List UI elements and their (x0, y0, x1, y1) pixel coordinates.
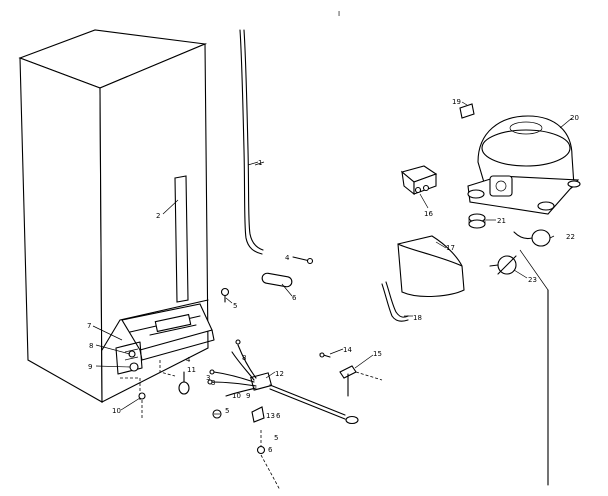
label-part-3-b: 3 (206, 374, 210, 382)
top-mark: I (338, 10, 340, 18)
leader-lines (92, 101, 573, 411)
part-13-bracket (251, 406, 265, 423)
label-part-15: 15 (373, 350, 382, 358)
label-part-19: 19 (452, 98, 461, 106)
label-part-23: 23 (528, 276, 537, 284)
label-part-21: 21 (497, 217, 506, 225)
part-23-overload (489, 255, 517, 275)
cabinet (18, 29, 209, 403)
part-12-wiring (207, 339, 359, 425)
label-part-18: 18 (413, 314, 422, 322)
part-16-relay (400, 165, 438, 196)
label-part-14: 14 (343, 346, 352, 354)
part-21-grommet (468, 213, 486, 229)
part-5-screw-top (220, 287, 230, 303)
label-part-5-b: 5 (225, 407, 229, 415)
label-part-6-c: 6 (268, 446, 273, 454)
label-part-8-b: 8 (242, 354, 246, 362)
label-part-10: 10 (112, 407, 121, 415)
part-11-fitting (178, 371, 190, 395)
label-part-12: 12 (275, 370, 284, 378)
part-20-compressor (467, 115, 581, 215)
part-17-cover (397, 235, 465, 297)
label-part-7: 7 (87, 322, 91, 330)
part-3-screw-low (212, 409, 222, 419)
label-part-5: 5 (233, 302, 237, 310)
label-part-6: 6 (292, 294, 297, 302)
label-part-1: 1 (258, 159, 262, 167)
left-fasteners (128, 350, 146, 420)
part-22-capacitor (513, 229, 551, 247)
base-tray (115, 303, 215, 400)
part-4-clip (292, 256, 314, 265)
label-part-9-b: 9 (246, 392, 250, 400)
label-part-11: 11 (187, 366, 196, 374)
label-part-13: 13 (266, 412, 275, 420)
label-part-20: 20 (570, 114, 579, 122)
guide-line-compressor (519, 249, 549, 291)
label-part-6-b: 6 (276, 412, 281, 420)
label-part-3: 3 (211, 379, 215, 387)
label-part-5-c: 5 (274, 434, 278, 442)
label-part-10-b: 10 (232, 392, 241, 400)
part-1-tube (239, 29, 264, 255)
label-part-22: 22 (566, 233, 575, 241)
part-14-clip (319, 352, 331, 358)
label-part-16: 16 (424, 210, 433, 218)
part-15-bracket (339, 365, 383, 397)
part-labels: 1 2 3 4 5 6 7 8 9 10 11 12 13 14 15 16 1… (87, 98, 579, 454)
label-part-2: 2 (156, 212, 160, 220)
part-19-grommet (459, 103, 475, 119)
label-part-4-b: 4 (186, 356, 191, 364)
part-6-grommet (261, 272, 293, 288)
part-9-screw-bottom (256, 430, 281, 491)
label-part-9: 9 (88, 363, 92, 371)
label-part-17: 17 (446, 244, 455, 252)
label-part-8: 8 (89, 342, 93, 350)
part-18-tube (381, 281, 409, 322)
label-part-4: 4 (285, 254, 290, 262)
